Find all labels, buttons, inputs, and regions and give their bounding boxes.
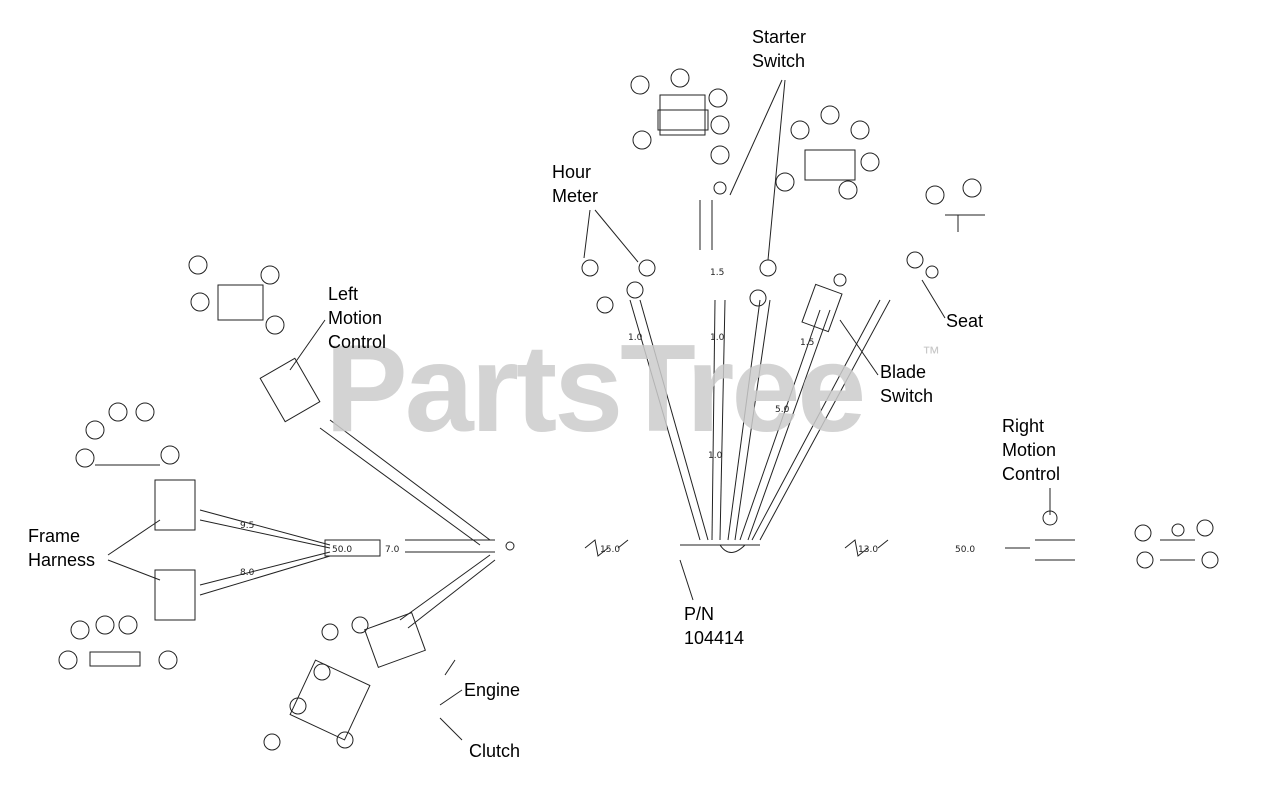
dim-label: 1.0 [628, 333, 643, 343]
dim-label: 1.5 [800, 338, 814, 348]
callout-hour-meter: Hour Meter [552, 162, 599, 206]
callout-clutch: Clutch [469, 741, 521, 761]
callout-frame-harness: Frame Harness [28, 526, 96, 570]
watermark: PartsTree [325, 320, 866, 458]
callout-right-motion-control: Right Motion Control [1002, 416, 1061, 484]
callout-leaders [107, 79, 1051, 741]
dim-label: 7.0 [385, 545, 400, 555]
dim-label: 1.5 [710, 268, 724, 278]
dim-label: 1.0 [710, 333, 725, 343]
callout-engine: Engine [464, 680, 521, 700]
watermark-trademark: ™ [922, 343, 940, 363]
main-harness-left [154, 357, 496, 741]
callout-starter-switch: Starter Switch [752, 27, 807, 71]
callout-blade-switch: Blade Switch [880, 362, 934, 406]
callout-seat: Seat [946, 311, 984, 331]
callout-part-number: P/N 104414 [684, 604, 745, 648]
dim-label: 50.0 [332, 545, 352, 555]
dim-label: 1.0 [708, 451, 723, 461]
dim-label: 5.0 [775, 405, 790, 415]
dim-label: 15.0 [600, 545, 620, 555]
callout-left-motion-control: Left Motion Control [328, 284, 387, 352]
dim-label: 8.0 [240, 568, 255, 578]
main-harness-center [629, 200, 891, 553]
break-symbols [584, 539, 889, 557]
dim-label: 13.0 [858, 545, 878, 555]
dim-label: 50.0 [955, 545, 975, 555]
dim-label: 9.5 [240, 521, 254, 531]
connector-clusters [58, 68, 1219, 751]
